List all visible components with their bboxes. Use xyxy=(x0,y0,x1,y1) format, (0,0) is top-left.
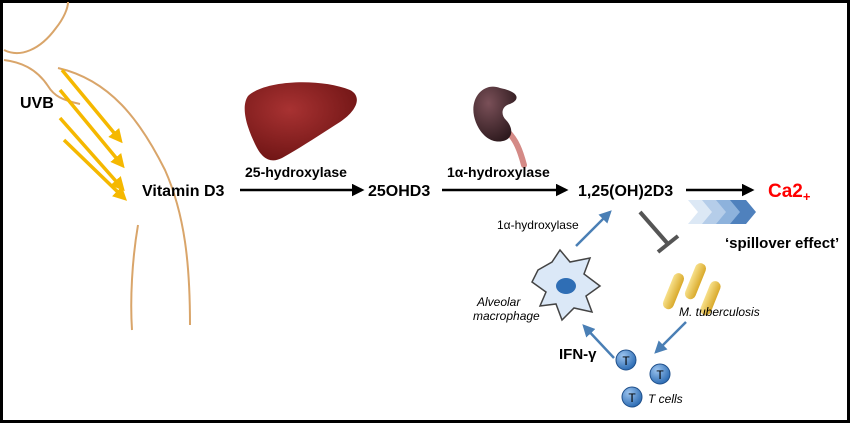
m-tuberculosis-label: M. tuberculosis xyxy=(679,305,760,319)
arrow-tcells-to-macrophage xyxy=(582,324,615,359)
inhibition-symbol xyxy=(638,210,680,254)
uvb-arrows xyxy=(58,68,128,201)
uvb-label: UVB xyxy=(20,95,54,112)
calcitriol-label: 1,25(OH)2D3 xyxy=(578,183,673,200)
t-cell-icon: T xyxy=(621,386,643,408)
svg-text:T: T xyxy=(622,354,630,368)
vitamin-d3-label: Vitamin D3 xyxy=(142,183,225,200)
25ohd3-label: 25OHD3 xyxy=(368,183,430,200)
kidney-icon xyxy=(473,86,527,168)
svg-text:T: T xyxy=(628,391,636,405)
t-cells-label: T cells xyxy=(648,392,683,406)
bacteria-icon xyxy=(662,263,721,316)
spillover-label: ‘spillover effect’ xyxy=(725,235,839,252)
macrophage-icon xyxy=(531,248,602,322)
macrophage-label: macrophage xyxy=(473,309,540,323)
calcium-label: Ca2+ xyxy=(768,181,811,204)
hydroxylase-1a-label: 1α-hydroxylase xyxy=(447,164,550,180)
macrophage-hydroxylase-label: 1α-hydroxylase xyxy=(497,218,579,232)
svg-text:T: T xyxy=(656,368,664,382)
spillover-chevrons xyxy=(688,200,756,224)
liver-icon xyxy=(244,82,357,161)
alveolar-label: Alveolar xyxy=(476,295,521,309)
arrow-macrophage-to-calcitriol xyxy=(575,210,612,247)
t-cell-icon: T xyxy=(615,349,637,371)
hydroxylase-25-label: 25-hydroxylase xyxy=(245,164,347,180)
ifn-gamma-label: IFN-γ xyxy=(559,346,597,363)
t-cell-icon: T xyxy=(649,363,671,385)
arrow-bacteria-to-tcells xyxy=(654,321,687,354)
